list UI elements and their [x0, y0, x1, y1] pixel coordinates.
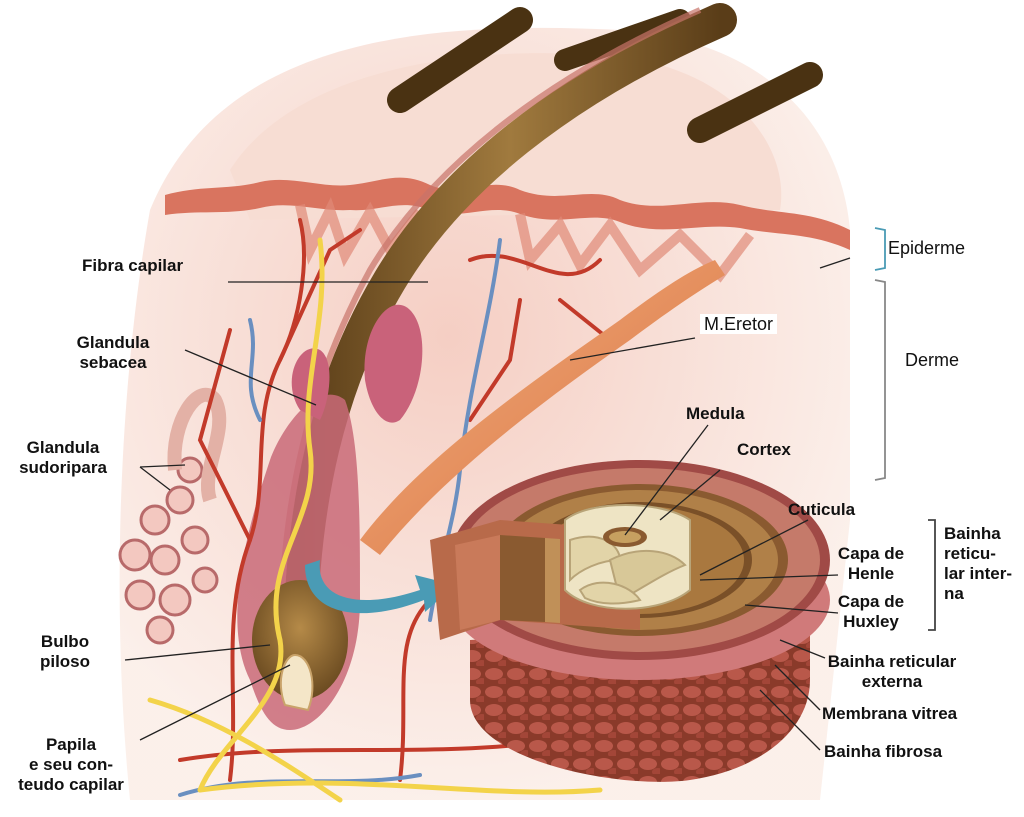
label-papila-line3: teudo capilar: [6, 775, 136, 795]
label-glandula-sudoripara: Glandula sudoripara: [8, 438, 118, 478]
label-bulbo-piloso: Bulbo piloso: [20, 632, 110, 672]
label-glandula-sebacea: Glandula sebacea: [58, 333, 168, 373]
label-medula: Medula: [686, 404, 745, 424]
label-bulbo-piloso-line1: Bulbo: [20, 632, 110, 652]
label-cuticula: Cuticula: [788, 500, 855, 520]
label-bainha-reticular-externa-line1: Bainha reticular: [812, 652, 972, 672]
label-bainha-reticular-interna-line2: reticu-: [944, 544, 1012, 564]
label-glandula-sebacea-line2: sebacea: [58, 353, 168, 373]
label-bainha-reticular-interna-line3: lar inter-: [944, 564, 1012, 584]
papilla: [281, 655, 313, 710]
label-bainha-reticular-interna-line1: Bainha: [944, 524, 1012, 544]
label-membrana-vitrea: Membrana vitrea: [822, 704, 957, 724]
label-epiderme: Epiderme: [888, 238, 965, 258]
cortex-cuticle: [565, 505, 690, 609]
label-capa-de-henle: Capa de Henle: [826, 544, 916, 584]
label-bainha-reticular-interna-line4: na: [944, 584, 1012, 604]
label-cortex: Cortex: [737, 440, 791, 460]
label-papila-line2: e seu con-: [6, 755, 136, 775]
label-bainha-reticular-externa: Bainha reticular externa: [812, 652, 972, 692]
label-fibra-capilar: Fibra capilar: [82, 256, 183, 276]
label-bainha-reticular-interna: Bainha reticu- lar inter- na: [944, 524, 1012, 604]
label-papila: Papila e seu con- teudo capilar: [6, 735, 136, 795]
label-glandula-sebacea-line1: Glandula: [58, 333, 168, 353]
label-bainha-reticular-externa-line2: externa: [812, 672, 972, 692]
label-papila-line1: Papila: [6, 735, 136, 755]
label-bulbo-piloso-line2: piloso: [20, 652, 110, 672]
label-glandula-sudoripara-line2: sudoripara: [8, 458, 118, 478]
label-m-eretor: M.Eretor: [700, 314, 777, 334]
label-capa-de-henle-line1: Capa de: [826, 544, 916, 564]
label-capa-de-huxley-line2: Huxley: [826, 612, 916, 632]
label-capa-de-huxley: Capa de Huxley: [826, 592, 916, 632]
label-bainha-fibrosa: Bainha fibrosa: [824, 742, 942, 762]
label-capa-de-henle-line2: Henle: [826, 564, 916, 584]
label-glandula-sudoripara-line1: Glandula: [8, 438, 118, 458]
label-capa-de-huxley-line1: Capa de: [826, 592, 916, 612]
label-derme: Derme: [905, 350, 959, 370]
